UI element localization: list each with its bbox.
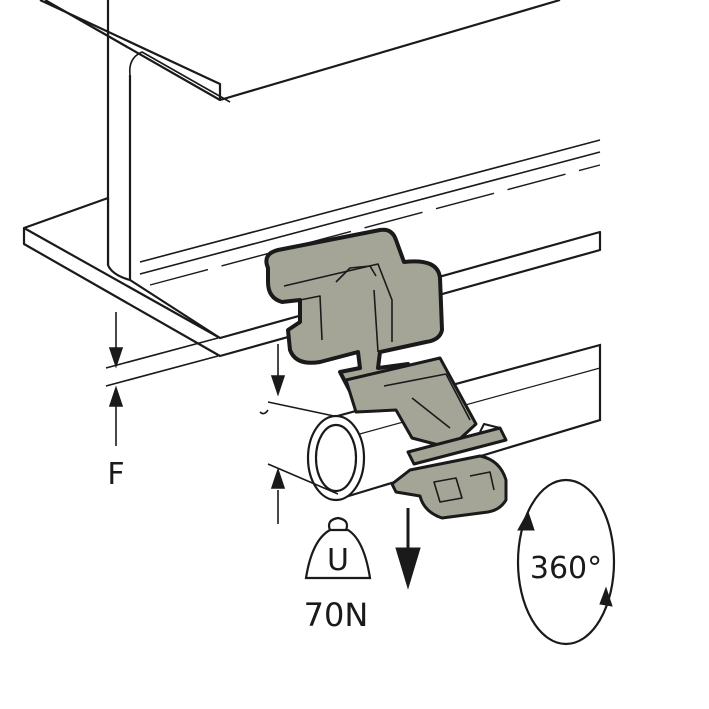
- web-fillet: [128, 51, 231, 103]
- rotation-arrow-top-icon: [517, 510, 535, 531]
- flange-thickness-label: F: [107, 457, 124, 492]
- top-flange-edge: [39, 0, 222, 100]
- rotation-ellipse: [516, 478, 616, 646]
- pipe-end-inner: [314, 423, 358, 493]
- clip-upper-body: [264, 227, 444, 397]
- pipe-arrow-up-icon: [270, 467, 286, 489]
- extension-line-bottom: [105, 355, 219, 387]
- clip-lower-slot-2: [469, 471, 495, 491]
- pipe-diameter-dimension: [259, 344, 339, 524]
- clip-upper-fold: [283, 263, 393, 342]
- clip-lock-tab: [406, 426, 508, 466]
- flange-far-line-1: [139, 139, 601, 263]
- clip-arm-rib: [383, 373, 471, 421]
- pipe-ext-top: [267, 401, 335, 417]
- arrow-up-icon: [108, 385, 124, 407]
- arrow-down-icon: [108, 347, 124, 369]
- flange-thickness-dimension: [105, 312, 219, 446]
- flange-far-line-3: [149, 164, 601, 286]
- rotation-arrow-bottom-icon: [599, 586, 613, 607]
- bottom-flange-top-edge: [23, 227, 221, 339]
- pipe-size-label: U: [327, 543, 349, 578]
- rotation-label: 360°: [530, 551, 602, 586]
- bottom-flange: [22, 196, 602, 358]
- clip-arm-slot: [411, 397, 451, 429]
- flange-far-line-2: [139, 151, 601, 275]
- clip-arm: [344, 356, 478, 450]
- top-flange: [44, 0, 561, 102]
- clip-upper-rib-2: [299, 295, 323, 341]
- load-arrow: [395, 508, 421, 590]
- clip-upper-slot: [335, 265, 377, 283]
- clip-lock-tab-tip: [479, 423, 501, 433]
- clip-lower-slot: [433, 477, 463, 503]
- pipe-highlight: [344, 367, 601, 439]
- load-label: 70N: [304, 596, 369, 634]
- i-beam: [22, 0, 602, 358]
- rotation-indicator: [516, 478, 616, 646]
- pipe-arrow-down-icon: [270, 375, 286, 397]
- pipe-clip: [264, 227, 508, 520]
- dim-tick: [259, 409, 269, 415]
- pipe-ext-bottom: [267, 463, 339, 495]
- clip-lower-body: [390, 454, 508, 520]
- clip-upper-rib: [373, 289, 379, 353]
- extension-line-top: [105, 337, 219, 369]
- weight-icon: [304, 516, 372, 580]
- arrow-down-icon: [395, 547, 421, 590]
